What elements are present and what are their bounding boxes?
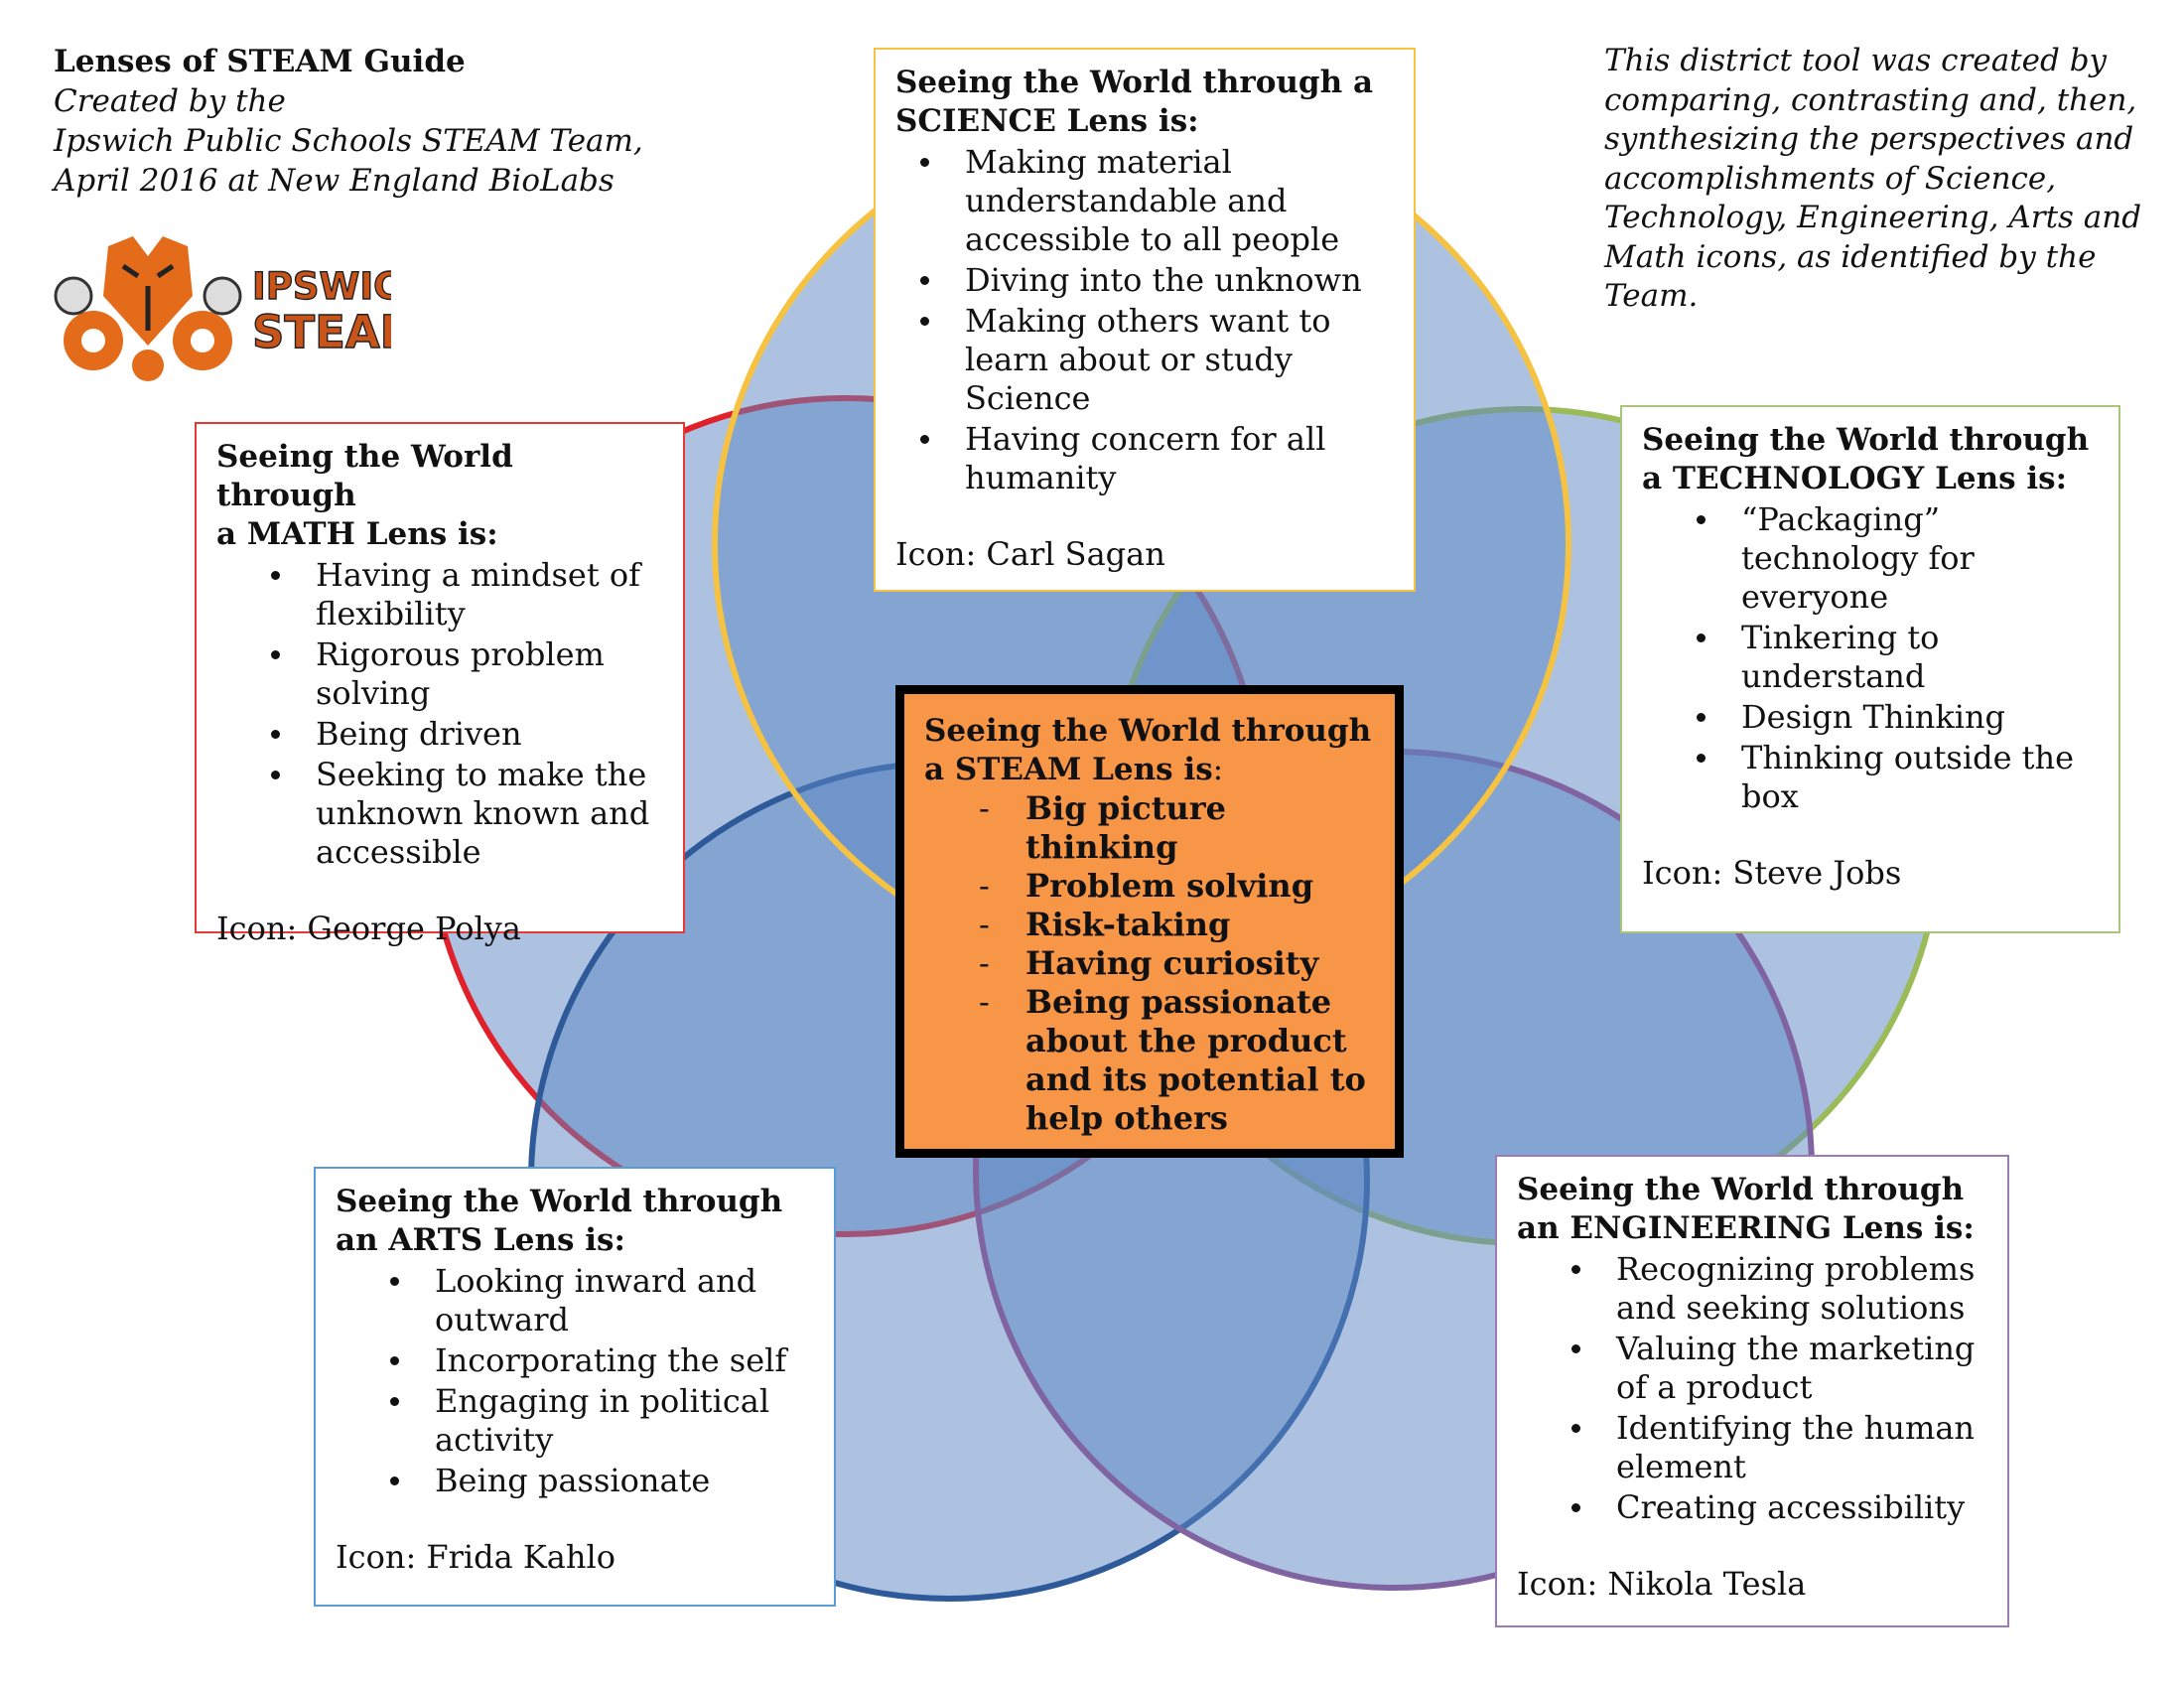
ipswich-steam-logo: IPSWICH STEAM [54, 236, 391, 381]
list-item: Being driven [216, 715, 663, 754]
tech-icon-person: Icon: Steve Jobs [1642, 854, 1902, 892]
list-item: Tinkering to understand [1642, 619, 2099, 696]
list-item: Having a mindset of flexibility [216, 556, 663, 633]
eng-heading: Seeing the World through an ENGINEERING … [1517, 1171, 1987, 1248]
guide-header: Lenses of STEAM Guide Created by the Ips… [54, 42, 643, 201]
arts-heading-line-1: Seeing the World through [336, 1184, 783, 1219]
math-heading-line-1: Seeing the World through [216, 439, 513, 513]
list-item: Engaging in political activity [336, 1382, 814, 1460]
eng-icon-person: Icon: Nikola Tesla [1517, 1565, 1807, 1603]
eng-list: Recognizing problems and seeking solutio… [1517, 1250, 1987, 1527]
science-list: Making material understandable and acces… [895, 143, 1394, 497]
math-heading: Seeing the World through a MATH Lens is: [216, 438, 663, 554]
science-icon-person: Icon: Carl Sagan [895, 535, 1165, 573]
steam-lens-box: Seeing the World through a STEAM Lens is… [895, 685, 1404, 1158]
list-item: Recognizing problems and seeking solutio… [1517, 1250, 1987, 1328]
science-heading: Seeing the World through a SCIENCE Lens … [895, 64, 1394, 141]
eng-heading-line-2: an ENGINEERING Lens is: [1517, 1210, 1975, 1246]
tech-heading: Seeing the World through a TECHNOLOGY Le… [1642, 421, 2099, 498]
eng-heading-line-1: Seeing the World through [1517, 1172, 1965, 1207]
math-icon-person: Icon: George Polya [216, 910, 521, 947]
list-item: Valuing the marketing of a product [1517, 1330, 1987, 1407]
steam-heading-line-2: a STEAM Lens is [924, 752, 1213, 787]
list-item: Incorporating the self [336, 1341, 814, 1380]
list-item: Creating accessibility [1517, 1488, 1987, 1527]
logo-text-ipswich: IPSWICH [252, 265, 391, 308]
science-heading-line-1: Seeing the World through a [895, 65, 1374, 100]
steam-heading-colon: : [1212, 752, 1224, 787]
list-item: “Packaging” technology for everyone [1642, 500, 2099, 617]
tiger-icon [54, 236, 242, 346]
science-lens-box: Seeing the World through a SCIENCE Lens … [874, 48, 1416, 592]
list-item: Having curiosity [924, 944, 1375, 983]
arts-list: Looking inward and outward Incorporating… [336, 1262, 814, 1500]
list-item: Rigorous problem solving [216, 635, 663, 713]
list-item: Making material understandable and acces… [895, 143, 1394, 259]
list-item: Seeking to make the unknown known and ac… [216, 756, 663, 872]
list-item: Looking inward and outward [336, 1262, 814, 1339]
steam-heading-line-1: Seeing the World through [924, 713, 1372, 749]
list-item: Big picture thinking [924, 789, 1375, 867]
guide-credit-line-1: Created by the [54, 83, 286, 119]
list-item: Making others want to learn about or stu… [895, 302, 1394, 418]
district-tool-note: This district tool was created by compar… [1604, 43, 2142, 314]
science-heading-line-2: SCIENCE Lens is: [895, 103, 1199, 139]
list-item: Thinking outside the box [1642, 739, 2099, 816]
steam-list: Big picture thinking Problem solving Ris… [924, 789, 1375, 1138]
tech-heading-line-1: Seeing the World through [1642, 422, 2090, 458]
math-list: Having a mindset of flexibility Rigorous… [216, 556, 663, 872]
guide-credit-line-3: April 2016 at New England BioLabs [54, 163, 614, 199]
list-item: Diving into the unknown [895, 261, 1394, 300]
tech-heading-line-2: a TECHNOLOGY Lens is: [1642, 461, 2068, 496]
list-item: Risk-taking [924, 906, 1375, 944]
technology-lens-box: Seeing the World through a TECHNOLOGY Le… [1620, 405, 2120, 933]
logo-text-steam: STEAM [252, 306, 391, 358]
engineering-lens-box: Seeing the World through an ENGINEERING … [1495, 1155, 2009, 1627]
list-item: Being passionate [336, 1462, 814, 1500]
list-item: Identifying the human element [1517, 1409, 1987, 1486]
steam-heading: Seeing the World through a STEAM Lens is… [924, 712, 1375, 789]
tech-list: “Packaging” technology for everyone Tink… [1642, 500, 2099, 816]
arts-lens-box: Seeing the World through an ARTS Lens is… [314, 1167, 836, 1607]
arts-heading-line-2: an ARTS Lens is: [336, 1222, 625, 1258]
guide-title: Lenses of STEAM Guide [54, 44, 466, 79]
math-heading-line-2: a MATH Lens is: [216, 516, 498, 552]
list-item: Problem solving [924, 867, 1375, 906]
arts-icon-person: Icon: Frida Kahlo [336, 1538, 615, 1576]
math-lens-box: Seeing the World through a MATH Lens is:… [195, 422, 685, 947]
list-item: Design Thinking [1642, 698, 2099, 737]
gear-icon [64, 311, 232, 381]
list-item: Being passionate about the product and i… [924, 983, 1375, 1138]
guide-credit-line-2: Ipswich Public Schools STEAM Team, [54, 123, 643, 159]
arts-heading: Seeing the World through an ARTS Lens is… [336, 1183, 814, 1260]
list-item: Having concern for all humanity [895, 420, 1394, 497]
